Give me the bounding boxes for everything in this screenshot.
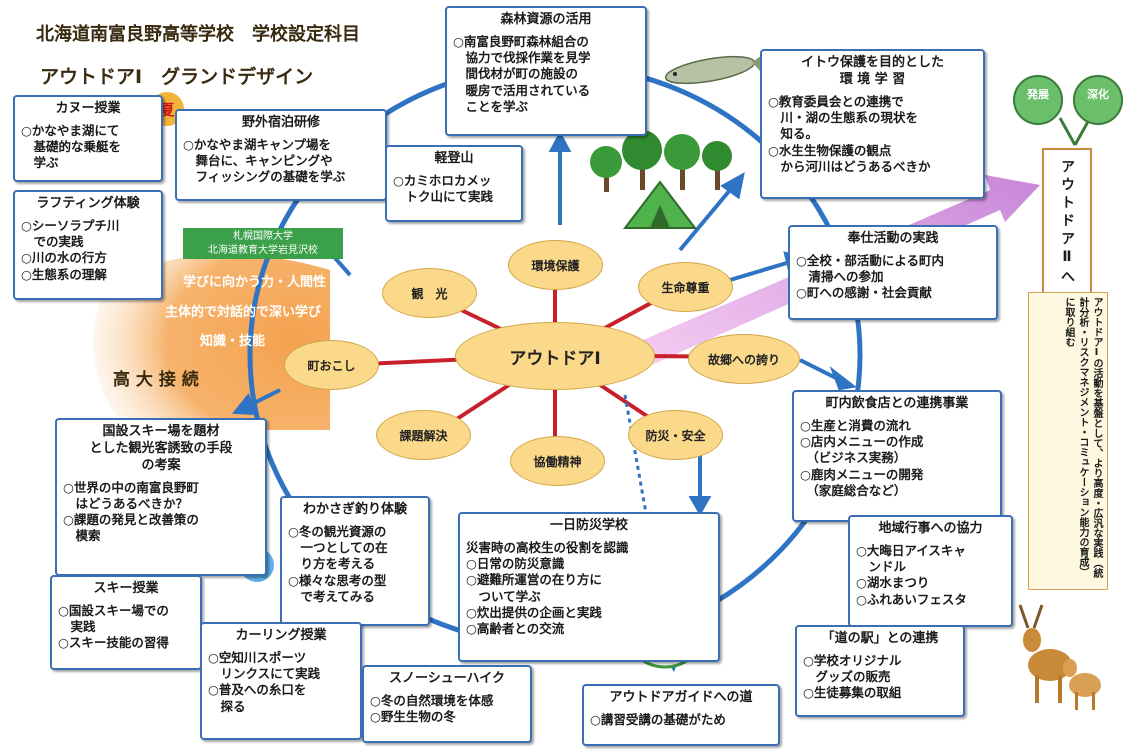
growth-plant-illustration <box>1013 75 1123 146</box>
theme-kankyo: 環境保護 <box>508 240 603 290</box>
box-michinoeki: 「道の駅」との連携 ○学校オリジナル グッズの販売 ○生徒募集の取組 <box>795 625 965 717</box>
itou-fish-illustration <box>664 50 770 85</box>
goal-text-1: 学びに向かう力・人間性 <box>183 275 327 290</box>
theme-machi: 町おこし <box>284 340 379 390</box>
goal-text-2: 主体的で対話的で深い学び <box>165 305 322 320</box>
tag-hatten: 発展 <box>1027 88 1049 101</box>
box-snowshoe: スノーシューハイク ○冬の自然環境を体感 ○野生生物の冬 <box>362 665 532 743</box>
box-ski-class: スキー授業 ○国設スキー場での 実践 ○スキー技能の習得 <box>50 575 202 670</box>
box-canoe: カヌー授業 ○かなやま湖にて 基礎的な乗艇を 学ぶ <box>13 95 163 182</box>
theme-kyodo: 協働精神 <box>510 436 605 486</box>
box-mountain: 軽登山 ○カミホロカメッ トク山にて実践 <box>385 145 523 222</box>
next-stage-label: アウトドアⅡへ <box>1042 148 1092 298</box>
box-itou: イトウ保護を目的とした 環 境 学 習 ○教育委員会との連携で 川・湖の生態系の… <box>760 49 985 199</box>
theme-kadai: 課題解決 <box>376 410 471 460</box>
box-rafting: ラフティング体験 ○シーソラプチ川 での実践 ○川の水の行方 ○生態系の理解 <box>13 190 163 300</box>
box-disaster: 一日防災学校 災害時の高校生の役割を認識 ○日常の防災意識 ○避難所運営の在り方… <box>458 512 720 662</box>
box-wakasagi: わかさぎ釣り体験 ○冬の観光資源の 一つとしての在 り方を考える ○様々な思考の… <box>280 496 430 626</box>
tag-shinka: 深化 <box>1087 88 1109 101</box>
box-camp: 野外宿泊研修 ○かなやま湖キャンプ場を 舞台に、キャンピングや フィッシングの基… <box>175 109 387 201</box>
school-title: 北海道南富良野高等学校 学校設定科目 <box>36 24 360 45</box>
theme-seimei: 生命尊重 <box>638 262 733 312</box>
forest-illustration <box>590 130 732 229</box>
box-guide: アウトドアガイドへの道 ○講習受講の基礎がため <box>582 684 780 746</box>
subject-title: アウトドアⅠ グランドデザイン <box>40 66 314 88</box>
deer-illustration <box>1018 604 1101 710</box>
box-ski-resort: 国設スキー場を題材 とした観光客誘致の手段 の考案 ○世界の中の南富良野町 はど… <box>55 418 267 576</box>
goal-text-3: 知識・技能 <box>200 334 266 349</box>
theme-kanko: 観 光 <box>382 268 477 318</box>
box-curling: カーリング授業 ○空知川スポーツ リンクスにて実践 ○普及への糸口を 探る <box>200 622 362 740</box>
high-univ-label: 高 大 接 続 <box>113 370 199 390</box>
box-regional: 地域行事への協力 ○大晦日アイスキャ ンドル ○湖水まつり ○ふれあいフェスタ <box>848 515 1013 627</box>
box-forest: 森林資源の活用 ○南富良野町森林組合の 協力で伐採作業を見学 間伐材が町の施設の… <box>445 6 647 136</box>
theme-kokyo: 故郷への誇り <box>688 334 800 384</box>
box-volunteer: 奉仕活動の実践 ○全校・部活動による町内 清掃への参加 ○町への感謝・社会貢献 <box>788 225 998 320</box>
center-outdoor1: アウトドアⅠ <box>455 322 655 390</box>
next-stage-note: アウトドアⅠの活動を基盤として、より高度・広汎な実践（統計分析・リスクマネジメン… <box>1028 292 1108 590</box>
box-restaurant: 町内飲食店との連携事業 ○生産と消費の流れ ○店内メニューの作成 （ビジネス実務… <box>792 390 1002 522</box>
theme-bousai: 防災・安全 <box>628 410 723 460</box>
university-label: 札幌国際大学 北海道教育大学岩見沢校 <box>183 228 343 259</box>
connector-arrows <box>232 130 857 517</box>
